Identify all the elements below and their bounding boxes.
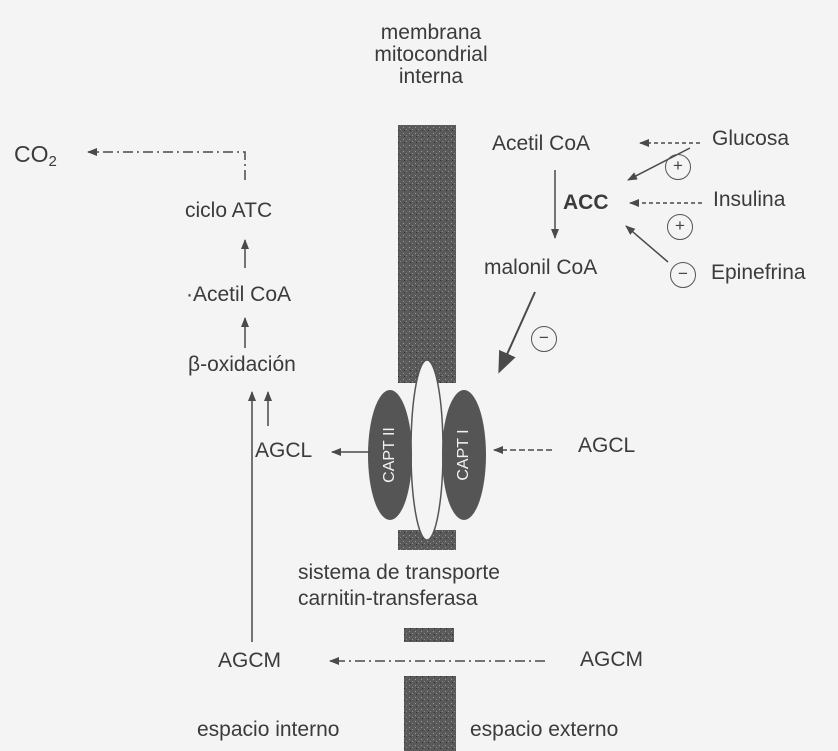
agcm-left-label: AGCM	[218, 650, 281, 672]
capt-ii-label: CAPT II	[381, 420, 399, 490]
transport-system-caption: sistema de transporte carnitin-transfera…	[298, 560, 500, 612]
transport-channel	[411, 360, 443, 540]
arrow-malonil-inhibits	[500, 292, 535, 370]
transport-caption-line-2: carnitin-transferasa	[298, 586, 500, 612]
acetil-coa-left-label: ·Acetil CoA	[186, 284, 291, 306]
membrane-title-line-2: mitocondrial	[346, 44, 516, 66]
membrane-upper	[398, 125, 456, 383]
acetil-coa-right-label: Acetil CoA	[492, 133, 590, 155]
membrane-bottom	[404, 676, 456, 751]
espacio-interno-label: espacio interno	[197, 719, 339, 741]
membrane-title-line-1: membrana	[346, 22, 516, 44]
co2-subscript: 2	[49, 153, 57, 170]
membrane-mid-block	[404, 628, 454, 642]
arrow-atc-to-co2	[88, 152, 245, 180]
agcm-right-label: AGCM	[580, 649, 643, 671]
espacio-externo-label: espacio externo	[470, 719, 618, 741]
membrane-title: membrana mitocondrial interna	[346, 22, 516, 88]
ciclo-atc-label: ciclo ATC	[185, 200, 272, 222]
glucosa-label: Glucosa	[712, 128, 789, 150]
epinefrina-negative-sign: −	[670, 262, 696, 288]
insulina-label: Insulina	[713, 189, 785, 211]
capt-i-label: CAPT I	[455, 420, 473, 490]
membrane-title-line-3: interna	[346, 66, 516, 88]
beta-oxidacion-label: β-oxidación	[188, 354, 296, 376]
transport-caption-line-1: sistema de transporte	[298, 560, 500, 586]
malonil-negative-sign: −	[531, 326, 557, 352]
glucosa-positive-sign: +	[665, 154, 691, 180]
acc-label: ACC	[563, 192, 609, 214]
malonil-coa-label: malonil CoA	[484, 257, 597, 279]
epinefrina-label: Epinefrina	[711, 262, 806, 284]
arrow-epinefrina-to-acc	[626, 226, 668, 262]
agcl-right-label: AGCL	[578, 435, 635, 457]
co2-text: CO	[14, 141, 49, 167]
agcl-left-label: AGCL	[255, 440, 312, 462]
insulina-positive-sign: +	[667, 214, 693, 240]
co2-label: CO2	[14, 142, 57, 170]
